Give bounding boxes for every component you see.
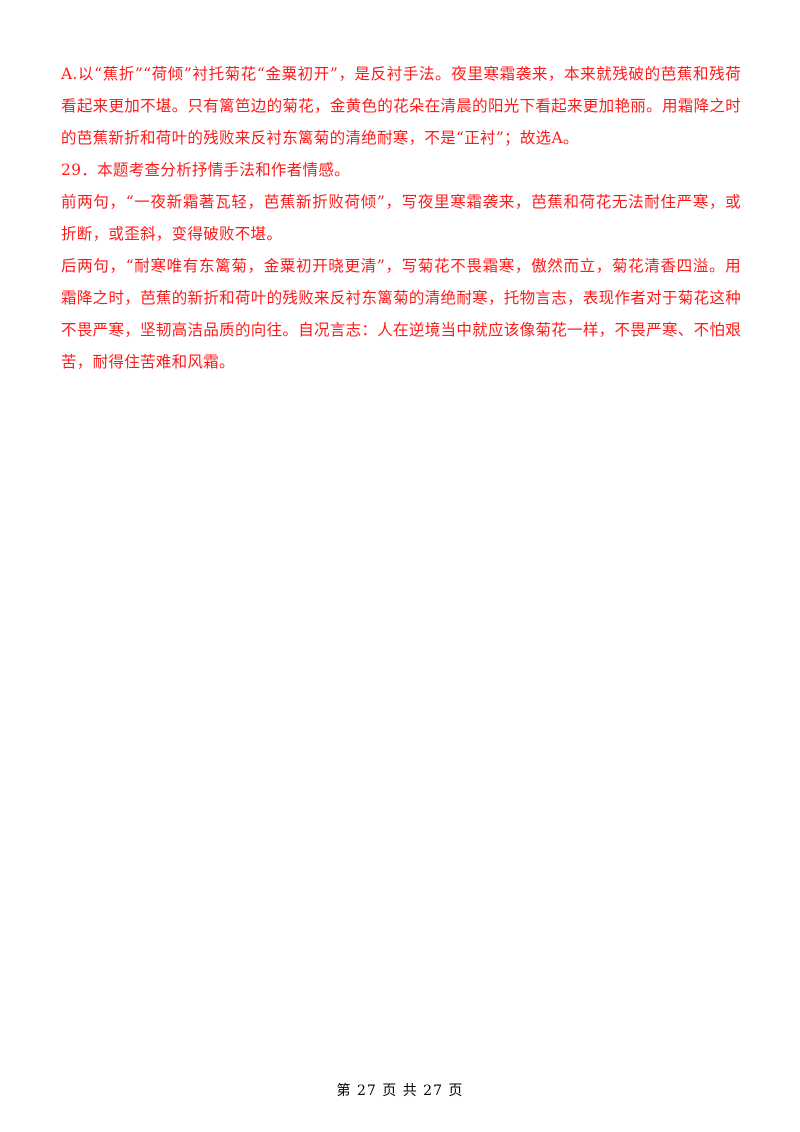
paragraph-last-two-lines: 后两句，“耐寒唯有东篱菊，金粟初开晓更清”，写菊花不畏霜寒，傲然而立，菊花清香四…: [61, 257, 741, 371]
page-number: 第 27 页 共 27 页: [336, 1083, 464, 1099]
page-footer: 第 27 页 共 27 页: [0, 1080, 800, 1100]
paragraph-question-29-heading: 29．本题考查分析抒情手法和作者情感。: [61, 161, 350, 179]
paragraph-first-two-lines: 前两句，“一夜新霜著瓦轻，芭蕉新折败荷倾”，写夜里寒霜袭来，芭蕉和荷花无法耐住严…: [61, 193, 741, 243]
answer-explanation: A.以“蕉折”“荷倾”衬托菊花“金粟初开”，是反衬手法。夜里寒霜袭来，本来就残破…: [61, 58, 741, 378]
paragraph-option-a-analysis: A.以“蕉折”“荷倾”衬托菊花“金粟初开”，是反衬手法。夜里寒霜袭来，本来就残破…: [61, 65, 741, 147]
